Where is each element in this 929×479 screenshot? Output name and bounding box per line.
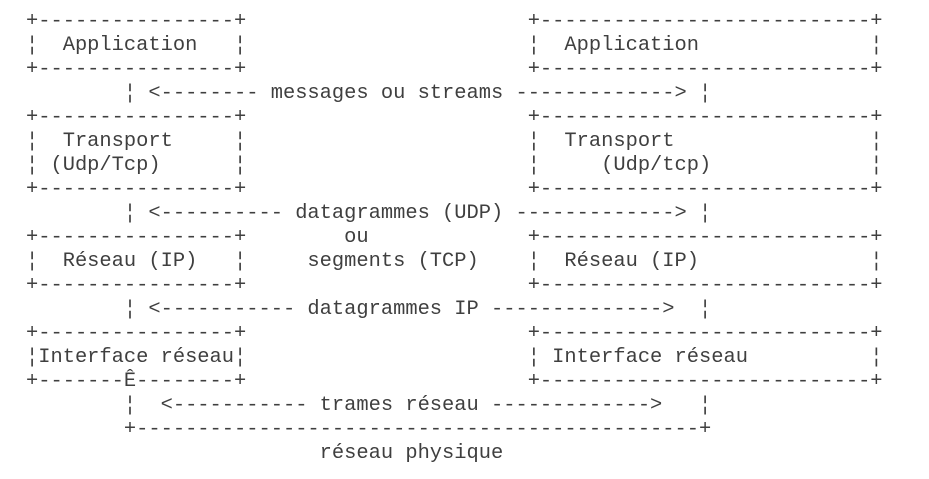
network-stack-ascii-diagram: +----------------+ +--------------------… (26, 10, 883, 465)
